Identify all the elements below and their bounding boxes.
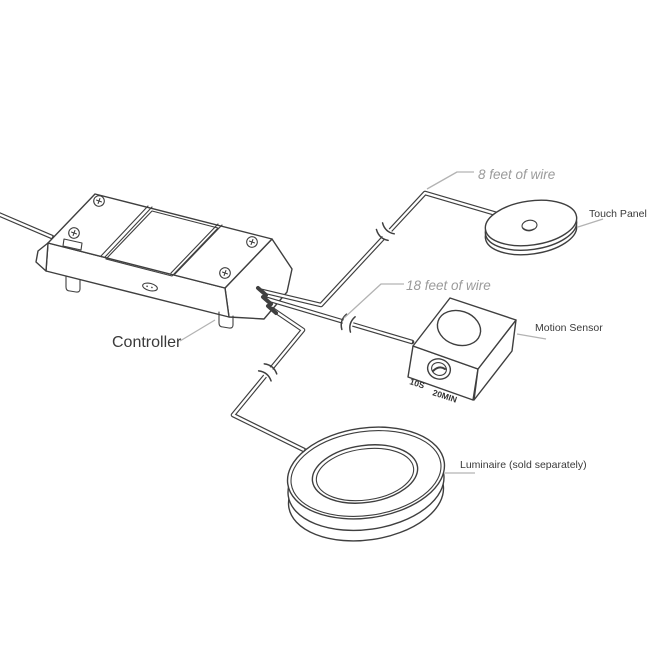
- screw-icon: [93, 195, 105, 207]
- motion-sensor-top-face: [412, 297, 517, 370]
- motion-wire-leader-line: [343, 283, 404, 319]
- indicator-button: [142, 282, 158, 292]
- wire-break-icon: [340, 312, 356, 334]
- screw-icon: [219, 267, 231, 279]
- screw-icon: [246, 236, 258, 248]
- luminaire-label: Luminaire (sold separately): [460, 459, 587, 471]
- motion-sensor-label: Motion Sensor: [535, 322, 603, 334]
- motion-sensor: 10S 20MIN: [407, 297, 517, 405]
- controller-leader-line: [179, 319, 216, 342]
- controller-left-end: [35, 242, 49, 272]
- mounting-clip: [62, 238, 83, 251]
- dial-marking-10s: 10S: [408, 376, 426, 390]
- touch-wire-length-label: 8 feet of wire: [478, 167, 555, 182]
- screw-icon: [68, 227, 80, 239]
- controller-label: Controller: [112, 334, 182, 351]
- touch-panel-label: Touch Panel: [589, 208, 647, 220]
- luminaire: [286, 426, 446, 542]
- motion-sensor-dial: [426, 358, 452, 380]
- motion-sensor-dome: [436, 309, 482, 347]
- power-wire: [0, 212, 55, 240]
- mounting-tab: [65, 275, 81, 293]
- controller-top-plate: [47, 193, 273, 289]
- luminaire-center-opening: [311, 444, 419, 504]
- wire-break-icon: [257, 362, 279, 382]
- touch-panel-wire: [259, 190, 503, 308]
- touch-wire-leader-line: [426, 171, 474, 190]
- touch-panel: [484, 199, 578, 256]
- controller: [35, 193, 293, 329]
- wire-break-icon: [375, 222, 396, 242]
- motion-sensor-leader-line: [516, 333, 547, 340]
- touch-panel-leader-line: [577, 218, 604, 228]
- controller-middle-panel: [105, 210, 219, 277]
- mounting-tab: [218, 311, 234, 329]
- wire-ports: [256, 286, 278, 315]
- luminaire-wire: [230, 306, 307, 453]
- motion-wire-length-label: 18 feet of wire: [406, 278, 491, 293]
- motion-sensor-wire: [264, 296, 415, 345]
